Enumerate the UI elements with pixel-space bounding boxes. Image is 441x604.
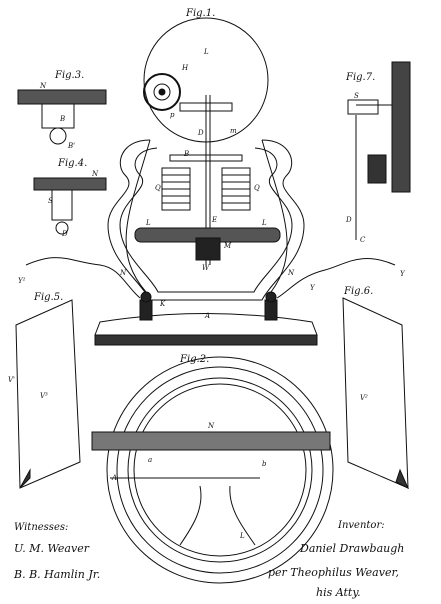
part-A-fig1: A [204,312,210,320]
fig-7 [347,61,411,240]
part-b: b [262,460,267,468]
part-N-right: N [287,269,295,277]
part-A-fig2: A [111,474,117,482]
coil-left [161,167,191,211]
fig-5-label: Fig.5. [33,292,63,303]
fig-7-label: Fig.7. [345,72,375,83]
part-L: L [203,48,209,56]
fig-2-label: Fig.2. [179,354,209,365]
part-B-fig1: B [183,150,189,158]
part-Y-wire: Y [310,284,316,292]
scroll-frame [107,139,305,301]
inventor-signature: Daniel Drawbaugh [299,542,404,555]
part-N-left: N [119,269,127,277]
fig-1-elevation [25,17,396,346]
part-Y2: Y² [18,277,26,285]
part-S-fig4: S [48,197,53,205]
part-C-fig7: C [360,236,366,244]
inventor-label: Inventor: [337,520,385,531]
part-B1-fig3: B' [67,142,75,150]
scroll-frame-inner [119,147,293,293]
wire-left [25,257,141,299]
witness-2-signature: B. B. Hamlin Jr. [13,568,100,581]
part-K: K [159,300,166,308]
part-W: W [202,264,210,272]
part-N-fig2: N [207,422,215,430]
binding-post-left [139,291,153,321]
part-Q-left: Q [155,184,161,192]
part-D-fig7: D [345,216,352,224]
part-Q-right: Q [254,184,260,192]
part-N-fig3: N [39,82,47,90]
witness-1-signature: U. M. Weaver [14,542,90,555]
part-V3: V³ [40,392,48,400]
part-N-fig4: N [91,170,99,178]
fig-2-plan [91,356,334,584]
part-H: H [181,64,189,72]
magnet-bridge [169,154,243,162]
binding-post-right [264,291,278,321]
wire-right [276,258,396,299]
part-L-right: L [261,219,267,227]
part-B-fig3: B [59,115,65,123]
fig-4-label: Fig.4. [57,158,87,169]
part-V2: V² [360,394,368,402]
part-D-fig1: D [197,129,204,137]
part-E: E [211,216,217,224]
attorney-signature: his Atty. [316,586,361,599]
ratchet-wheel [143,73,181,111]
fig-6-panel [342,297,410,490]
fig-4 [33,177,107,235]
fig-6-label: Fig.6. [343,286,373,297]
weight-block [195,237,221,261]
part-M: M [223,242,232,250]
part-V1: V' [8,376,15,384]
attorney-per-line: per Theophilus Weaver, [268,566,399,579]
part-D-fig4: D [61,230,68,238]
upper-bridge [179,102,233,112]
coil-right [221,167,251,211]
witnesses-label: Witnesses: [14,522,68,533]
base-plinth [94,334,318,346]
part-L-fig2: L [239,532,245,540]
fig-1-label: Fig.1. [185,8,215,19]
base-top [94,313,318,336]
part-L-left: L [145,219,151,227]
fig-5-panel [15,299,81,489]
part-p: p [170,111,175,119]
fig-3-label: Fig.3. [54,70,84,81]
part-Y: Y [400,270,406,278]
part-S-fig7: S [354,92,359,100]
fig-3 [17,89,107,145]
part-a: a [148,456,152,464]
part-m: m [230,127,237,135]
